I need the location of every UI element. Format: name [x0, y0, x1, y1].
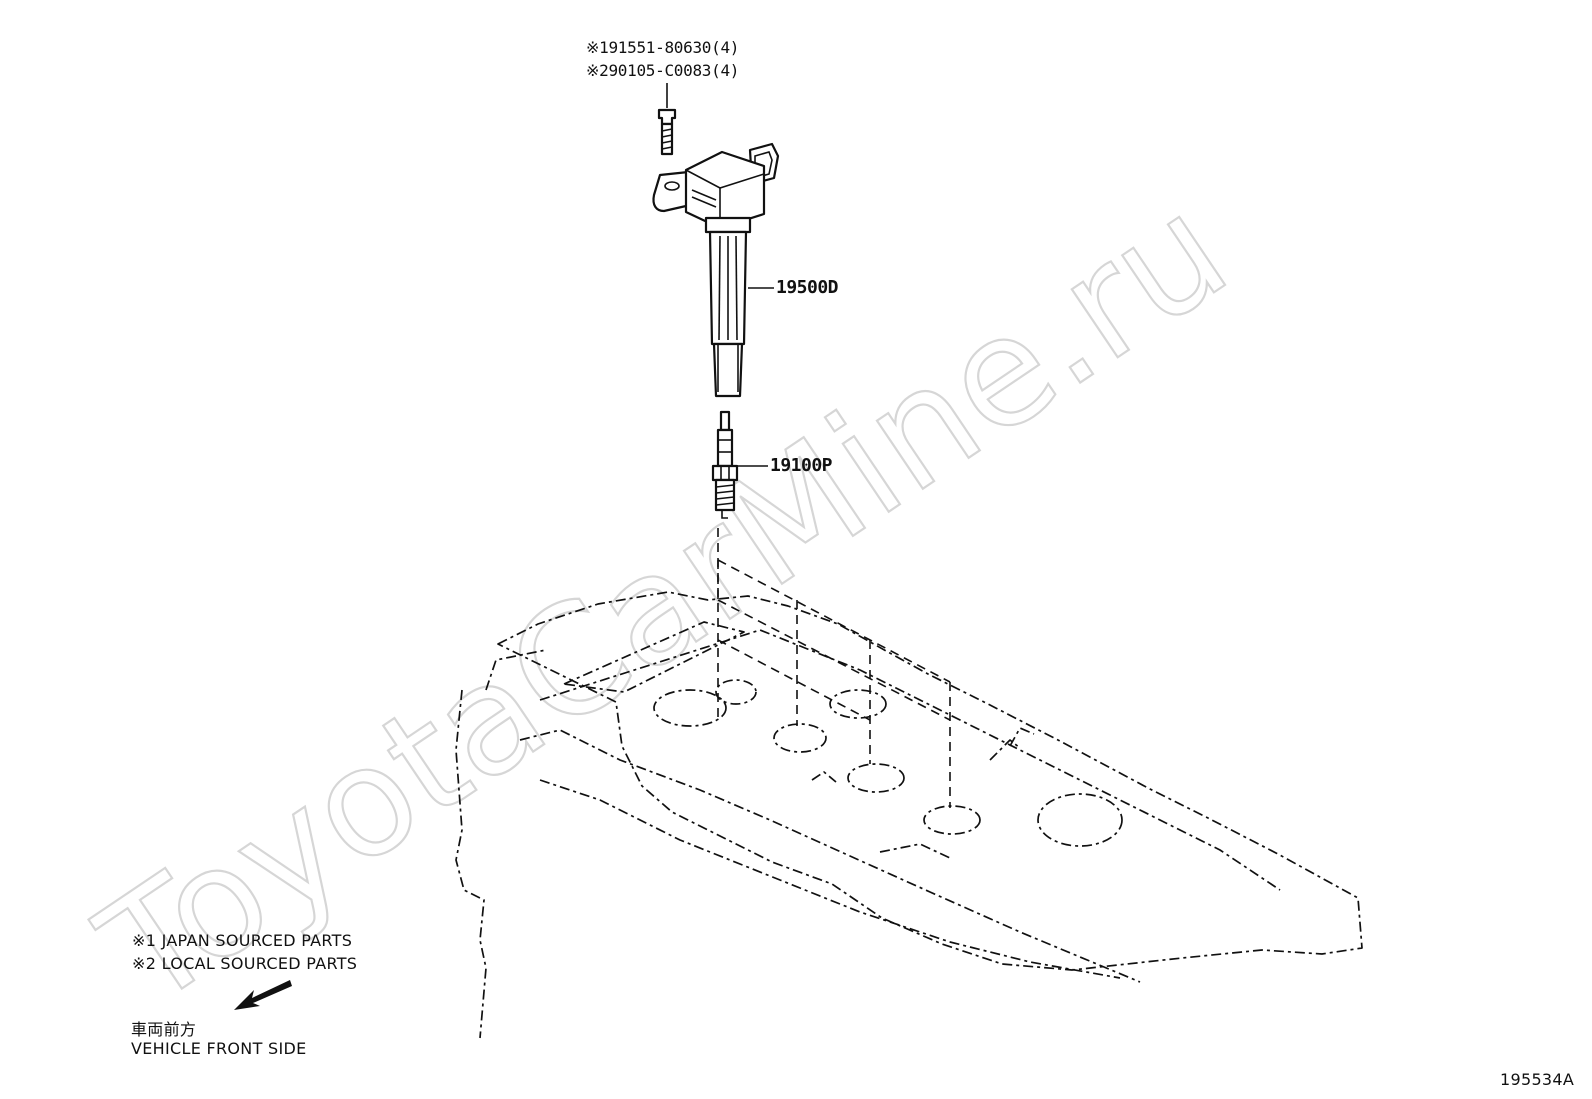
- bolt-ref-1: ※191551-80630(4): [586, 38, 739, 57]
- bolt-ref-2-part-no[interactable]: 90105-C0083(4): [608, 61, 740, 80]
- spark-plug-callout[interactable]: 19100P: [770, 455, 833, 476]
- bolt-ref-1-mark: ※1: [586, 38, 609, 57]
- legend-japan-sourced: ※1 JAPAN SOURCED PARTS: [132, 931, 352, 950]
- bolt-ref-2-mark: ※2: [586, 61, 609, 80]
- direction-label-en: VEHICLE FRONT SIDE: [131, 1039, 307, 1058]
- figure-id: 195534A: [1500, 1070, 1575, 1089]
- legend-1-mark: ※1: [132, 931, 157, 950]
- front-direction-arrow-icon: [234, 980, 292, 1010]
- legend-2-text: LOCAL SOURCED PARTS: [161, 954, 358, 973]
- bolt-ref-2: ※290105-C0083(4): [586, 61, 739, 80]
- ignition-coil-callout[interactable]: 19500D: [776, 277, 839, 298]
- legend-1-text: JAPAN SOURCED PARTS: [161, 931, 353, 950]
- legend-2-mark: ※2: [132, 954, 157, 973]
- legend-local-sourced: ※2 LOCAL SOURCED PARTS: [132, 954, 357, 973]
- cylinder-head-cover: [455, 591, 1363, 1039]
- bolt-part[interactable]: [657, 83, 677, 156]
- direction-label-jp: 車両前方: [131, 1020, 197, 1039]
- bolt-ref-1-part-no[interactable]: 91551-80630(4): [608, 38, 740, 57]
- ignition-coil-part[interactable]: [652, 142, 780, 398]
- installation-guide-lines: [717, 528, 951, 808]
- spark-plug-part[interactable]: [711, 410, 739, 519]
